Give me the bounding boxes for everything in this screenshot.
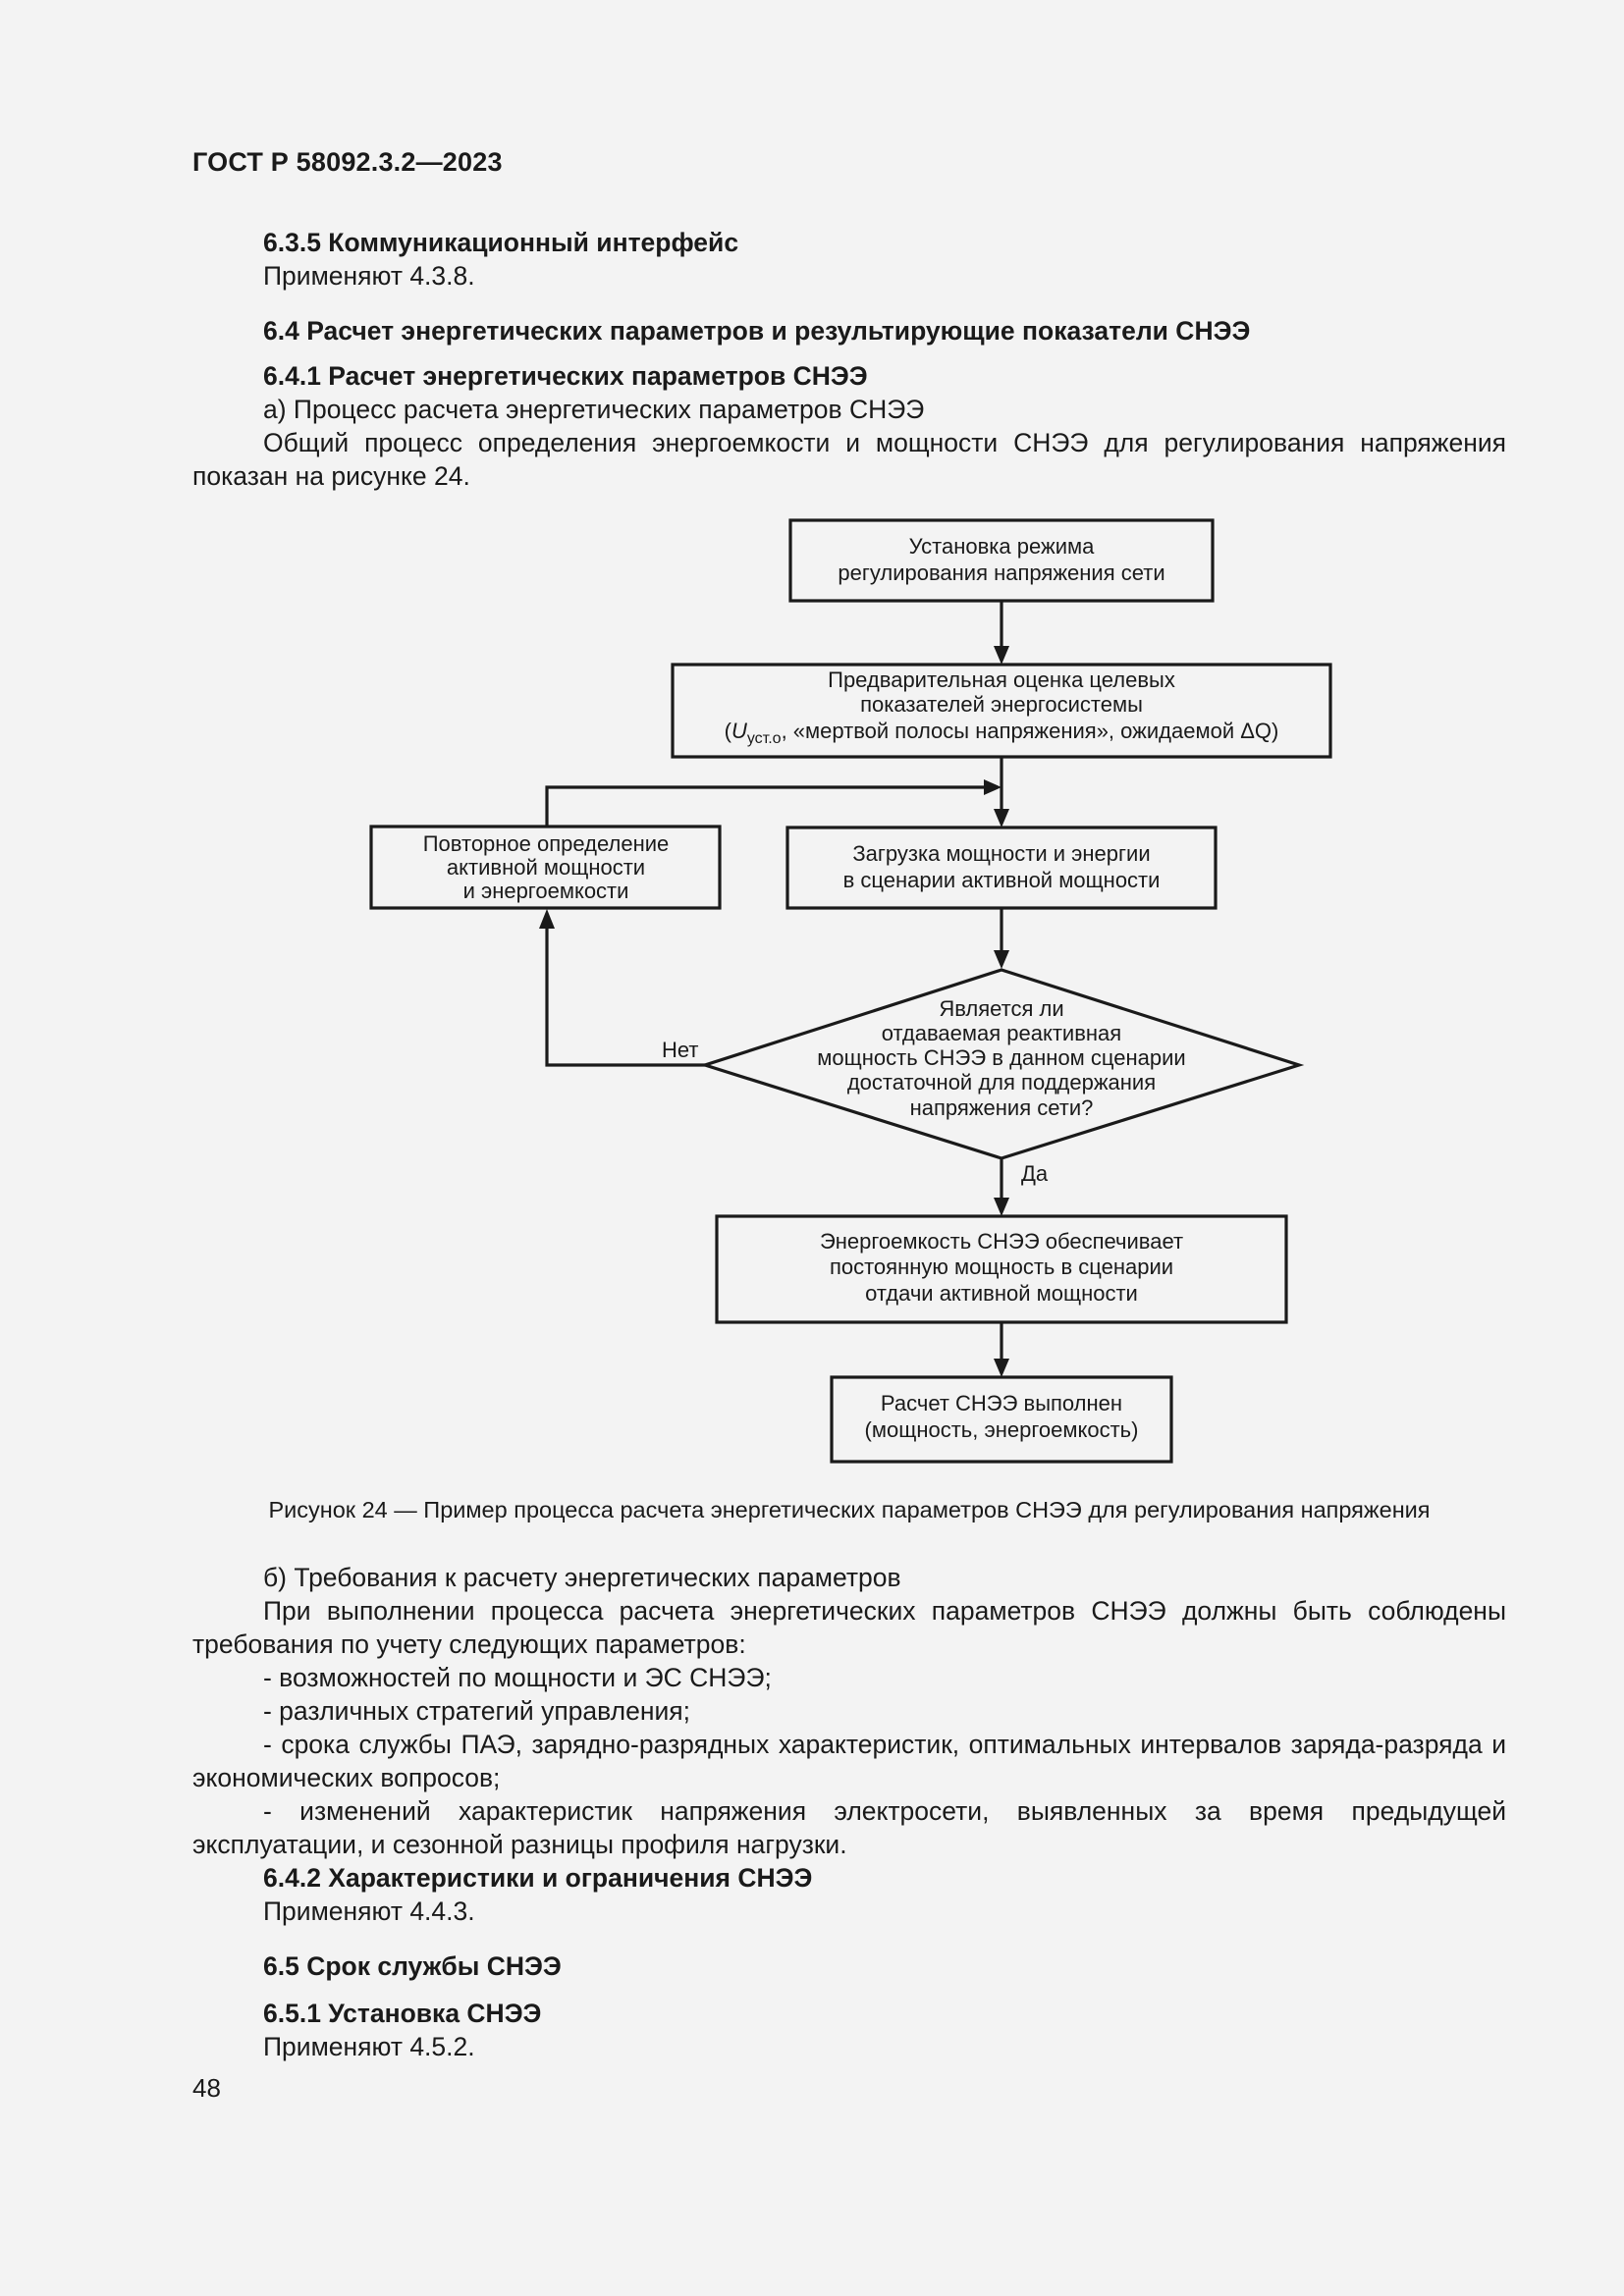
flow-box-done-line2: (мощность, энергоемкость) [865,1417,1139,1442]
bullet-item: - изменений характеристик напряжения эле… [192,1796,1506,1859]
paren-open: ( [725,719,732,743]
top-text-block: 6.3.5 Коммуникационный интерфейс Применя… [192,226,1506,493]
section-6-4-2-text: Применяют 4.4.3. [263,1896,475,1926]
flow-box-load-power-line2: в сценарии активной мощности [843,868,1161,892]
flow-arrowhead [994,646,1009,665]
flow-arrowhead [539,909,555,929]
section-6-4-2-title: 6.4.2 Характеристики и ограничения СНЭЭ [263,1863,813,1893]
flow-box-preliminary-line2: показателей энергосистемы [860,692,1143,717]
document-header: ГОСТ Р 58092.3.2—2023 [192,147,503,177]
u-subscript: уст.о [747,730,782,747]
bullet-item: - различных стратегий управления; [263,1696,690,1726]
flow-box-set-mode-line1: Установка режима [909,534,1095,559]
line3-rest: , «мертвой полосы напряжения», ожидаемой… [782,719,1279,743]
flow-box-set-mode-line2: регулирования напряжения сети [838,561,1164,585]
flow-decision-line1: Является ли [939,996,1063,1021]
flow-box-capacity-line2: постоянную мощность в сценарии [830,1255,1173,1279]
flow-box-redefine-line1: Повторное определение [423,831,670,856]
section-6-5-1-text: Применяют 4.5.2. [263,2032,475,2061]
flow-no-connector [545,928,705,1067]
flow-arrowhead [994,1359,1009,1377]
section-6-5-1-title: 6.5.1 Установка СНЭЭ [263,1999,542,2028]
flow-box-load-power-line1: Загрузка мощности и энергии [852,841,1150,866]
flowchart-figure: Установка режима регулирования напряжени… [369,518,1332,1464]
flow-box-redefine [369,825,722,910]
item-b-title: б) Требования к расчету энергетических п… [263,1563,901,1592]
flow-box-done [830,1375,1173,1464]
flow-box-redefine-line3: и энергоемкости [463,879,629,903]
bullet-item: - возможностей по мощности и ЭС СНЭЭ; [263,1663,772,1692]
flow-box-preliminary-line3: (Uуст.о, «мертвой полосы напряжения», ож… [725,719,1279,747]
flow-label-yes: Да [1021,1161,1049,1186]
intro-paragraph: Общий процесс определения энергоемкости … [192,428,1506,491]
u-symbol: U [731,719,747,743]
flow-box-done-line1: Расчет СНЭЭ выполнен [881,1391,1122,1415]
flow-arrowhead [984,779,1001,795]
flow-arrowhead [994,809,1009,828]
flow-arrowhead [994,950,1009,969]
section-6-4-1-title: 6.4.1 Расчет энергетических параметров С… [263,361,868,391]
bullet-item: - срока службы ПАЭ, зарядно-разрядных ха… [192,1730,1506,1792]
flow-decision-line2: отдаваемая реактивная [882,1021,1121,1045]
flow-label-no: Нет [662,1038,698,1062]
page-number: 48 [192,2073,221,2103]
section-6-3-5-text: Применяют 4.3.8. [263,261,475,291]
item-b-paragraph: При выполнении процесса расчета энергети… [192,1596,1506,1659]
bottom-text-block: б) Требования к расчету энергетических п… [192,1561,1506,2063]
flow-decision-line3: мощность СНЭЭ в данном сценарии [817,1045,1185,1070]
flow-box-redefine-line2: активной мощности [447,855,645,880]
section-6-4-title: 6.4 Расчет энергетических параметров и р… [263,316,1251,346]
flow-box-capacity-line3: отдачи активной мощности [865,1281,1138,1306]
section-6-3-5-title: 6.3.5 Коммуникационный интерфейс [263,228,739,257]
flow-feedback-connector [545,785,985,827]
flow-box-preliminary-line1: Предварительная оценка целевых [828,667,1175,692]
flow-box-capacity-line1: Энергоемкость СНЭЭ обеспечивает [820,1229,1183,1254]
flow-decision-line5: напряжения сети? [910,1095,1094,1120]
figure-caption: Рисунок 24 — Пример процесса расчета эне… [268,1497,1431,1522]
flow-decision-line4: достаточной для поддержания [847,1070,1156,1095]
flow-arrowhead [994,1198,1009,1216]
section-6-5-title: 6.5 Срок службы СНЭЭ [263,1951,562,1981]
item-a: а) Процесс расчета энергетических параме… [263,395,925,424]
